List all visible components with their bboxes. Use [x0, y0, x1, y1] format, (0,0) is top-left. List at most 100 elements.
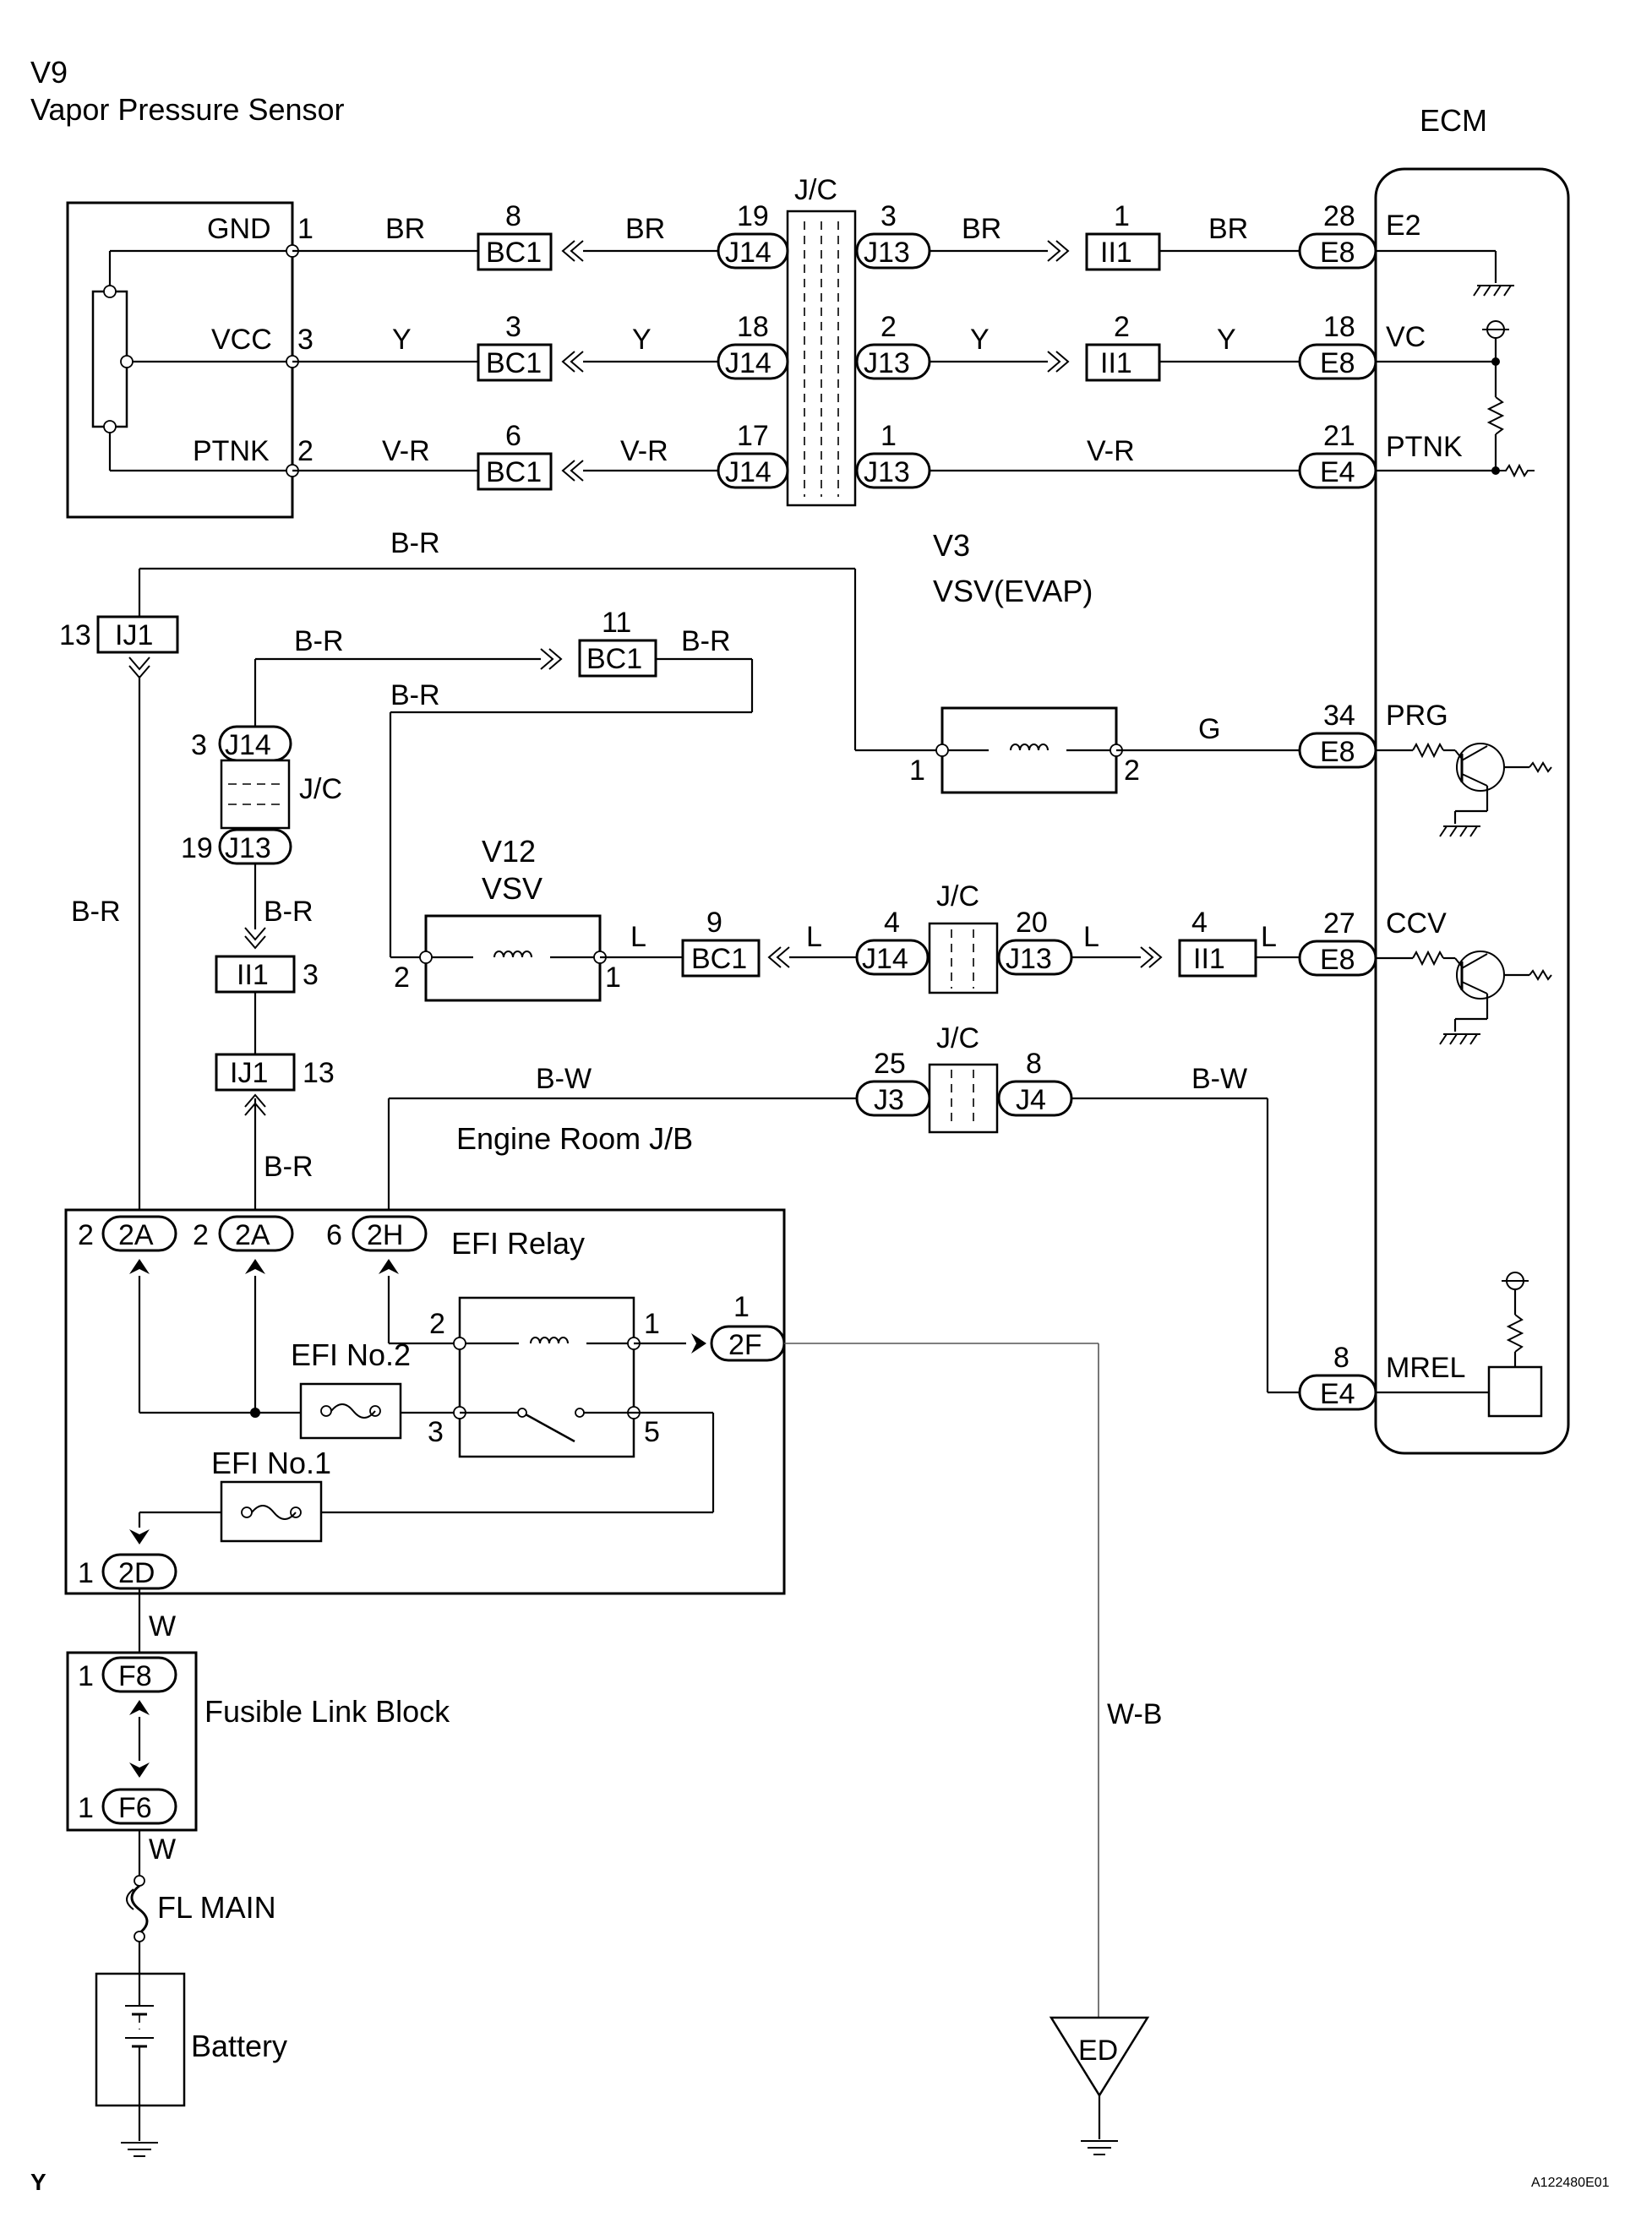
pin-num: 2	[297, 435, 313, 467]
conn-label: II1	[237, 959, 269, 991]
conn-label: IJ1	[230, 1057, 268, 1089]
pin-num: 2	[193, 1219, 209, 1251]
conn-label: F8	[118, 1660, 152, 1692]
wire-color: B-R	[294, 625, 344, 657]
pin-num: 21	[1323, 420, 1355, 452]
conn-label: 2D	[118, 1557, 155, 1589]
wire-color: W-B	[1107, 1698, 1162, 1730]
efi-no1-label: EFI No.1	[211, 1446, 331, 1480]
pin-num: 11	[602, 607, 631, 639]
v12-vsv: V12 VSV 2 1 L BC1 9 L J14 4 J/C J13 20 L…	[394, 834, 1300, 1002]
wire-color: Y	[1217, 324, 1236, 356]
pin-num: 5	[644, 1416, 660, 1448]
conn-label: F6	[118, 1792, 152, 1824]
ground-ed-label: ED	[1078, 2035, 1118, 2067]
pin-num: 1	[881, 420, 897, 452]
wire-color: W	[149, 1833, 176, 1866]
conn-label: 2F	[728, 1329, 762, 1361]
vps-code: V9	[30, 55, 68, 90]
wire-color: G	[1198, 713, 1220, 745]
conn-label: 2H	[367, 1219, 403, 1251]
pin-num: 1	[78, 1557, 94, 1589]
pin-num: 3	[505, 311, 521, 343]
pin-num: 3	[191, 729, 207, 761]
wire-color: BR	[1208, 213, 1248, 245]
pin-num: 1	[605, 962, 621, 994]
v12-name: VSV	[482, 871, 542, 906]
junction-connector-top: J/C J14 J14 J14 19 18 17 J13 J13 J13 3 2…	[717, 174, 931, 507]
conn-label: J3	[874, 1084, 904, 1116]
conn-label: J14	[225, 729, 271, 761]
wire-color: Y	[632, 324, 652, 356]
conn-label: BC1	[486, 347, 542, 379]
ecm-pin: E2	[1386, 210, 1421, 242]
pin-num: 3	[303, 959, 319, 991]
wire-color: B-R	[71, 896, 121, 928]
wire-color: BR	[625, 213, 665, 245]
conn-label: II1	[1193, 943, 1225, 975]
conn-label: J13	[864, 456, 910, 488]
v3-name: VSV(EVAP)	[933, 574, 1093, 608]
pin-num: 1	[733, 1291, 750, 1323]
pin-num: 1	[909, 755, 925, 787]
wire-color: B-R	[264, 1151, 313, 1183]
pin-ptnk: PTNK	[193, 435, 270, 467]
pin-num: 2	[394, 962, 410, 994]
conn-label: E8	[1320, 347, 1355, 379]
wire-color: L	[806, 921, 822, 953]
pin-num: 2	[1114, 311, 1130, 343]
engine-room-junction-block: 2A 2 2A 2 2H 6 EFI Relay EFI No.2 2 1	[64, 1208, 786, 1595]
connector-bc1-top: BC1 8 BC1 3 BC1 6	[477, 200, 584, 491]
connector-ii1-top: II1 1 II1 2	[1047, 200, 1161, 382]
pin-num: 2	[429, 1308, 445, 1340]
conn-label: BC1	[586, 643, 642, 675]
wire-color: Y	[392, 324, 412, 356]
conn-label: 2A	[118, 1219, 154, 1251]
pin-num: 8	[1026, 1048, 1042, 1080]
pin-num: 19	[181, 832, 213, 864]
pin-num: 27	[1323, 907, 1355, 940]
pin-num: 18	[1323, 311, 1355, 343]
pin-num: 4	[884, 907, 900, 939]
ecm-module: E8 28 E8 18 E4 21 E8 34 E8 27 E4 8 E2 VC…	[1298, 167, 1570, 1455]
wire-color: B-W	[1191, 1063, 1247, 1095]
conn-label: J14	[725, 456, 771, 488]
conn-label: BC1	[486, 237, 542, 269]
pin-num: 2	[1124, 755, 1140, 787]
pin-num: 1	[644, 1308, 660, 1340]
wire-color: B-R	[681, 625, 731, 657]
ecm-pin: VC	[1386, 321, 1426, 353]
pin-num: 6	[326, 1219, 342, 1251]
ecm-pin: MREL	[1386, 1352, 1465, 1384]
figure-id: A122480E01	[1531, 2176, 1610, 2190]
conn-label: J13	[225, 832, 271, 864]
pin-gnd: GND	[207, 213, 271, 245]
br-circuit: B-R IJ1 13 B-R V3 VSV(EVAP) 1 2 G	[59, 527, 1300, 1217]
pin-num: 13	[59, 619, 91, 651]
conn-label: J13	[864, 347, 910, 379]
pin-num: 13	[303, 1057, 335, 1089]
pin-num: 20	[1016, 907, 1048, 939]
ecm-pin: PRG	[1386, 700, 1448, 732]
pin-num: 2	[881, 311, 897, 343]
pin-num: 1	[78, 1792, 94, 1824]
conn-label: J14	[862, 943, 908, 975]
efi-relay-label: EFI Relay	[451, 1226, 585, 1261]
pin-num: 1	[78, 1660, 94, 1692]
br-branch-2: BC1 11 B-R B-R B-R J14 3 J/C J13 19 B-R …	[181, 607, 754, 1217]
conn-label: IJ1	[115, 619, 153, 651]
pin-num: 8	[505, 200, 521, 232]
conn-label: E4	[1320, 456, 1355, 488]
wire-color: L	[1083, 921, 1099, 953]
ground-circuit: W-B ED	[784, 1343, 1162, 2155]
wire-color: B-R	[390, 527, 440, 559]
conn-label: II1	[1100, 347, 1132, 379]
pin-num: 34	[1323, 700, 1355, 732]
pin-num: 17	[737, 420, 769, 452]
jc-label: J/C	[936, 880, 979, 912]
wire-color: V-R	[382, 435, 430, 467]
pin-num: 6	[505, 420, 521, 452]
jc-label: J/C	[794, 174, 837, 206]
